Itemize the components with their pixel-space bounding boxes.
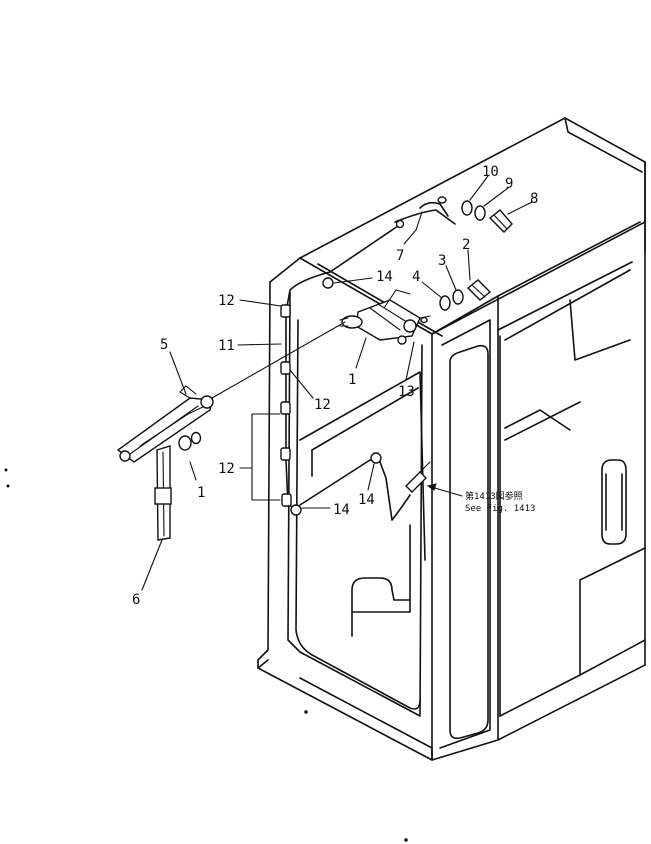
callout-14-lower-right: 14	[358, 492, 375, 508]
callout-1-upper: 1	[348, 372, 356, 388]
callout-12-middle: 12	[314, 397, 331, 413]
callout-9: 9	[505, 176, 513, 192]
callout-7: 7	[396, 248, 404, 264]
reference-jp: 第1413図参照	[465, 490, 523, 502]
callout-14-lower-left: 14	[333, 502, 350, 518]
nut-icon	[178, 435, 192, 451]
connector-icon	[290, 504, 302, 516]
clamp-icon	[281, 493, 292, 507]
bracket-bolt-icon	[403, 319, 417, 333]
wiper-nut	[178, 431, 202, 451]
callout-1-lower: 1	[197, 485, 205, 501]
leader-lines	[141, 175, 533, 591]
spring-washer-icon	[452, 289, 464, 305]
callout-12-top: 12	[218, 293, 235, 309]
cap-icon	[190, 431, 202, 445]
wiper-arm	[116, 385, 214, 463]
reference-en: See Fig. 1413	[465, 504, 535, 514]
callout-4: 4	[412, 269, 420, 285]
callout-12-lower: 12	[218, 461, 235, 477]
washer-pipe	[395, 201, 449, 229]
bracket-bolt-icon	[397, 335, 407, 345]
callout-3: 3	[438, 253, 446, 269]
wiper-blade	[154, 445, 172, 541]
callout-2: 2	[462, 237, 470, 253]
pipe-clip-icon	[395, 219, 405, 229]
hardware	[420, 196, 513, 324]
callout-10: 10	[482, 164, 499, 180]
connector-icon	[370, 452, 382, 464]
washer-icon	[439, 295, 451, 311]
clamp-icon	[280, 304, 291, 318]
scan-dots	[4, 468, 408, 842]
callout-5: 5	[160, 337, 168, 353]
wiper-harness	[280, 209, 456, 521]
wiper-motor	[339, 289, 431, 345]
cab-frame	[257, 117, 646, 761]
bolt-icon	[488, 209, 513, 233]
callout-11: 11	[218, 338, 235, 354]
bolt-icon	[466, 279, 492, 301]
callout-14-top: 14	[376, 269, 393, 285]
plug-icon	[405, 471, 427, 493]
callout-6: 6	[132, 592, 140, 608]
callout-8: 8	[530, 191, 538, 207]
washer-icon	[461, 200, 473, 216]
clamp-icon	[280, 447, 291, 461]
clamp-icon	[280, 401, 291, 415]
figure-reference: 第1413図参照 See Fig. 1413	[465, 490, 535, 514]
connector-icon	[322, 277, 334, 289]
clamp-icon	[280, 361, 291, 375]
spring-washer-icon	[474, 205, 486, 221]
callout-13: 13	[398, 384, 415, 400]
callout-labels: 10 9 8 7 2 3 4 14 12 11 1 13 12 12 14 14…	[132, 164, 538, 608]
